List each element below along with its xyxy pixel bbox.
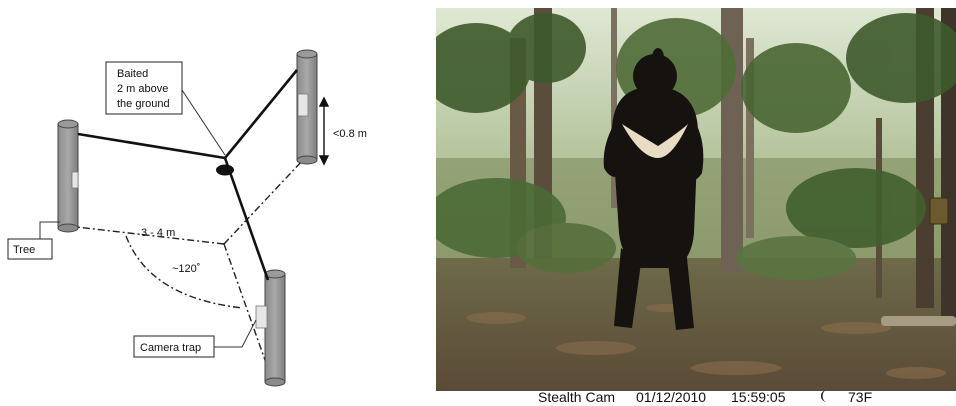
camera-trap-setup-diagram: <0.8 m 3 - 4 m ~120˚ Baited 2 m above th… bbox=[0, 0, 432, 405]
fallen-log bbox=[881, 316, 956, 326]
height-arrow bbox=[320, 98, 328, 164]
photo-date: 01/12/2010 bbox=[636, 389, 706, 405]
photo-time: 15:59:05 bbox=[731, 389, 786, 405]
crescent-moon-icon bbox=[819, 389, 831, 406]
tree-post-bottom bbox=[256, 270, 285, 386]
camera-trap-photo bbox=[436, 8, 956, 393]
height-label: <0.8 m bbox=[333, 128, 367, 140]
camera-on-tree bbox=[930, 198, 948, 224]
tree-label: Tree bbox=[13, 244, 35, 256]
camera-box-bottom bbox=[256, 306, 267, 328]
angle-label: ~120˚ bbox=[172, 263, 200, 275]
temperature-reading: 73F bbox=[848, 389, 872, 405]
camera-callout-leader bbox=[214, 320, 256, 347]
camera-trap-label: Camera trap bbox=[140, 342, 201, 354]
tree-post-left bbox=[58, 120, 78, 232]
camera-info-strip: Stealth Cam 01/12/2010 15:59:05 73F bbox=[436, 391, 956, 405]
bait-icon bbox=[216, 165, 234, 176]
bait-callout-leader bbox=[182, 90, 225, 155]
distance-label: 3 - 4 m bbox=[141, 227, 175, 239]
camera-brand: Stealth Cam bbox=[538, 389, 615, 405]
forest-scene bbox=[436, 8, 956, 393]
camera-box-right bbox=[298, 94, 308, 116]
tree-post-right bbox=[297, 50, 317, 164]
tree-callout-leader bbox=[40, 222, 60, 240]
camera-box-left bbox=[72, 172, 78, 188]
